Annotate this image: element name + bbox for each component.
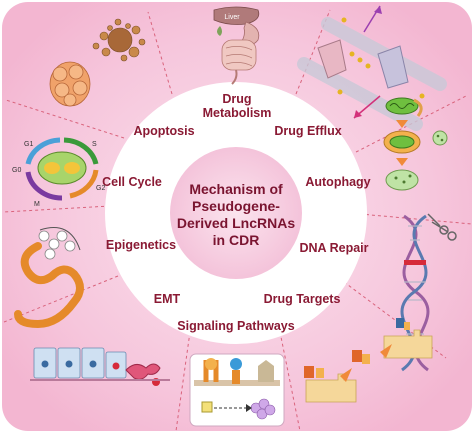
center-title-line-1: Mechanism of [189,181,283,197]
kinase-icon [258,360,274,382]
cycle-arrow-g1 [25,137,61,165]
downstream-cluster-icon [250,398,276,420]
phase-g2-label: G2 [96,185,105,192]
center-circle [170,147,302,279]
drug-molecule-icon [304,318,410,378]
nucleosome-icon [38,230,76,260]
cycle-arrow-g2 [69,169,99,199]
phagophore-icon [413,98,423,117]
intestine-icon [221,39,257,85]
autophagy-illustration [383,97,448,191]
label-autophagy: Autophagy [305,175,370,189]
dna-thread [39,227,81,251]
center-title: Mechanism of Pseudogene- Derived LncRNAs… [177,181,295,248]
receptor-icon [203,358,219,382]
apoptosis-illustration [49,18,146,107]
drug-targets-illustration [304,318,433,403]
label-dna-repair: DNA Repair [300,241,369,255]
label-signaling-pathways: Signaling Pathways [177,319,294,333]
autophagy-arrow-1 [396,120,408,128]
gallbladder-icon [217,26,222,36]
target-protein-icon [305,329,433,403]
label-drug-efflux: Drug Efflux [274,124,341,138]
label-emt: EMT [154,292,181,306]
mitochondrion-icon [385,97,419,115]
lysosome-icon [432,130,448,146]
center-title-line-3: Derived LncRNAs [177,215,295,231]
cycle-arrow-s [63,137,99,165]
epigenetics-illustration [14,227,84,329]
center-title-line-2: Pseudogene- [192,198,280,214]
cycle-arrow-m [25,171,63,201]
dna-damage-mark [404,260,426,265]
sector-dividers [3,9,473,432]
label-drug-metabolism-2: Metabolism [203,106,272,120]
drug-metabolism-illustration: Liver [213,6,260,85]
liver-label: Liver [224,14,240,21]
label-drug-metabolism-1: Drug [222,92,251,106]
signaling-pathways-illustration [189,353,285,427]
drug-targets-arrow [340,368,352,382]
phase-g0-label: G0 [12,167,21,174]
label-drug-targets: Drug Targets [264,292,341,306]
transitioning-nucleus [112,362,120,370]
label-apoptosis: Apoptosis [133,124,194,138]
mechanism-labels: Drug Metabolism Drug Efflux Autophagy DN… [102,92,371,333]
transporter-left-icon [317,39,347,79]
mesenchymal-cell-icon [125,363,161,380]
label-cell-cycle: Cell Cycle [102,175,162,189]
dividing-cell-icon [37,151,87,185]
center-title-line-4: in CDR [213,232,260,248]
autophagosome-icon [383,130,421,154]
autolysosome-icon [385,169,419,191]
autophagy-arrow-2 [396,158,408,166]
cell-cycle-illustration: G1 S G2 M G0 [12,137,105,208]
phase-m-label: M [34,201,40,208]
intact-cell-icon [49,61,91,107]
transporter-right-icon [377,45,409,89]
ligand-icon [230,358,242,384]
emt-illustration [30,347,170,386]
liver-icon [213,6,260,25]
drug-icon [201,401,213,413]
apoptotic-body-icon [92,18,146,62]
phase-g1-label: G1 [24,141,33,148]
chromatin-fiber [14,242,84,329]
label-epigenetics: Epigenetics [106,238,176,252]
phase-s-label: S [92,141,97,148]
drug-targets-arrow-2 [380,344,392,358]
scissors-icon [427,213,457,241]
